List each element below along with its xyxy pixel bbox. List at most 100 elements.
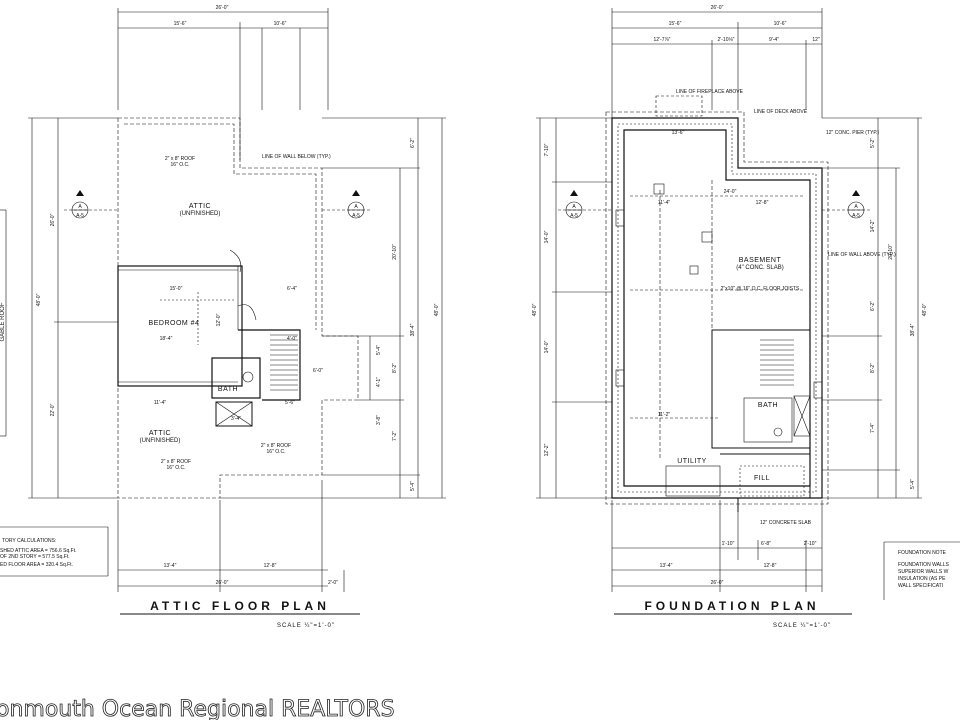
attic-right-sub7: 4'-1"	[376, 377, 382, 387]
attic-section-marker-a5-left: A-5	[76, 213, 84, 219]
attic-right-sub8: 5'-4"	[410, 481, 416, 491]
attic-calc-line2: OF 2ND STORY = 577.5 Sq.Ft.	[0, 554, 70, 560]
foundation-right-2: 20'-10"	[888, 244, 894, 260]
foundation-joists-note: 2"x10" @ 16" O.C. FLOOR JOISTS	[721, 286, 800, 292]
foundation-left-3: 14'-0"	[544, 340, 550, 353]
foundation-dim-top-left: 15'-6"	[669, 21, 682, 27]
foundation-dim-overall-top: 26'-0"	[711, 5, 724, 11]
foundation-wall-above-note: LINE OF WALL ABOVE (TYP.)	[828, 252, 896, 258]
foundation-dim-bottom-right: 12'-8"	[764, 563, 777, 569]
foundation-dim-11-2: 11'-2"	[658, 412, 671, 418]
attic-dim-top-left: 15'-6"	[174, 21, 187, 27]
attic-right-sub4: 5'-4"	[376, 345, 382, 355]
attic-dim-3-4: 3'-4"	[231, 416, 241, 422]
attic-upper-label: ATTIC	[189, 203, 211, 210]
attic-roof-note-lower4: 16" O.C.	[166, 465, 185, 471]
foundation-dim-top-sub3: 9'-4"	[769, 37, 779, 43]
attic-calc-heading: TORY CALCULATIONS:	[2, 538, 56, 544]
foundation-right-3: 5'-2"	[870, 138, 876, 148]
foundation-note-line1: FOUNDATION WALLS	[898, 562, 950, 568]
attic-section-marker-a-left: A	[78, 204, 82, 210]
foundation-dim-12-8: 12'-8"	[756, 200, 769, 206]
foundation-fill-label: FILL	[754, 475, 770, 482]
attic-dim-bottom-tail: 2'-0"	[328, 580, 338, 586]
foundation-dim-13-6: 13'-6"	[672, 130, 685, 136]
foundation-basement-sublabel: (4" CONC. SLAB)	[736, 265, 783, 271]
section-arrow-icon	[76, 190, 84, 196]
section-arrow-icon	[352, 190, 360, 196]
attic-left-upper: 26'-0"	[50, 213, 56, 226]
attic-wall-below-note: LINE OF WALL BELOW (TYP.)	[262, 154, 331, 160]
foundation-right-6: 8'-2"	[870, 363, 876, 373]
attic-dim-bottom-right: 12'-8"	[264, 563, 277, 569]
foundation-note-line4: WALL SPECIFICATI	[898, 583, 943, 589]
foundation-dim-top-right: 10'-6"	[774, 21, 787, 27]
foundation-right-5: 6'-2"	[870, 301, 876, 311]
attic-calc-line1: SHED ATTIC AREA = 756.6 Sq.Ft.	[0, 548, 76, 554]
foundation-bath-label: BATH	[758, 402, 778, 409]
foundation-basement-label: BASEMENT	[739, 257, 782, 264]
attic-dim-6-4: 6'-4"	[287, 286, 297, 292]
foundation-left-1: 7'-10"	[544, 143, 550, 156]
attic-right-sub5: 8'-2"	[392, 363, 398, 373]
section-arrow-icon	[570, 190, 578, 196]
attic-roof-note-lower2: 16" O.C.	[266, 449, 285, 455]
attic-roof-note-upper2: 16" O.C.	[170, 162, 189, 168]
attic-right-sub3: 6'-2"	[410, 138, 416, 148]
attic-plan-title: ATTIC FLOOR PLAN	[150, 599, 330, 613]
foundation-note-line2: SUPERIOR WALLS W	[898, 569, 949, 575]
foundation-deck-note: LINE OF DECK ABOVE	[754, 109, 808, 115]
foundation-right-8: 5'-4"	[910, 479, 916, 489]
foundation-section-marker-a-left: A	[572, 204, 576, 210]
attic-bedroom-label: BEDROOM #4	[149, 320, 200, 327]
foundation-dim-bottom-left: 13'-4"	[660, 563, 673, 569]
attic-lower-label: ATTIC	[149, 430, 171, 437]
attic-right-overall: 48'-0"	[434, 303, 440, 316]
foundation-utility-label: UTILITY	[677, 458, 707, 465]
attic-dim-top-right: 10'-6"	[274, 21, 287, 27]
section-arrow-icon	[852, 190, 860, 196]
foundation-dim-top-sub4: 12"	[812, 37, 820, 43]
attic-right-sub2: 20'-10"	[392, 244, 398, 260]
foundation-dim-24-0: 24'-0"	[724, 189, 737, 195]
attic-dim-15-0: 15'-0"	[170, 286, 183, 292]
foundation-dim-bottom-sub1: 1'-10"	[722, 541, 735, 547]
attic-dim-6-0: 6'-0"	[313, 368, 323, 374]
attic-floor-plan	[0, 8, 446, 615]
foundation-dim-bottom-sub2: 6'-8"	[761, 541, 771, 547]
attic-right-sub1: 38'-4"	[410, 323, 416, 336]
foundation-plan	[536, 8, 960, 615]
foundation-section-marker-a5-left: A-5	[570, 213, 578, 219]
section-markers	[76, 190, 860, 196]
foundation-plan-scale: SCALE ¼"=1'-0"	[773, 623, 831, 629]
foundation-dim-top-sub2: 2'-10⅛"	[718, 37, 735, 43]
attic-dim-bottom-left: 13'-4"	[164, 563, 177, 569]
foundation-right-4: 14'-2"	[870, 219, 876, 232]
foundation-right-overall: 48'-0"	[922, 303, 928, 316]
attic-roof-note-lower: 2" x 8" ROOF	[261, 443, 291, 449]
foundation-dim-11-4: 11'-4"	[658, 200, 671, 206]
foundation-fireplace-note: LINE OF FIREPLACE ABOVE	[676, 89, 744, 95]
watermark-text: onmouth Ocean Regional REALTORS	[0, 697, 395, 720]
attic-upper-sublabel: (UNFINISHED)	[180, 211, 221, 217]
foundation-note-heading: FOUNDATION NOTE	[898, 550, 947, 556]
foundation-left-2: 14'-0"	[544, 230, 550, 243]
foundation-dim-bottom-sub3: 2'-10"	[804, 541, 817, 547]
foundation-left-overall: 48'-0"	[532, 303, 538, 316]
attic-dim-4-0: 4'-0"	[287, 336, 297, 342]
foundation-note-line3: INSULATION (AS PE	[898, 576, 946, 582]
attic-dim-12-0: 12'-0"	[216, 313, 222, 326]
attic-dim-18-4: 18'-4"	[160, 336, 173, 342]
foundation-dim-top-sub1: 12'-7⅞"	[654, 37, 671, 43]
foundation-left-4: 12'-2"	[544, 443, 550, 456]
attic-roof-note-upper: 2" x 8" ROOF	[165, 156, 195, 162]
foundation-right-7: 7'-4"	[870, 423, 876, 433]
attic-calc-line3: ED FLOOR AREA = 320.4 Sq.Ft.	[0, 562, 73, 568]
attic-lower-sublabel: (UNFINISHED)	[140, 438, 181, 444]
foundation-pier-note: 12" CONC. PIER (TYP.)	[826, 130, 879, 136]
attic-dim-overall-bottom: 26'-0"	[216, 580, 229, 586]
attic-dim-11-4: 11'-4"	[154, 400, 167, 406]
attic-section-marker-a5-right: A-5	[352, 213, 360, 219]
attic-roof-note-lower3: 2" x 8" ROOF	[161, 459, 191, 465]
